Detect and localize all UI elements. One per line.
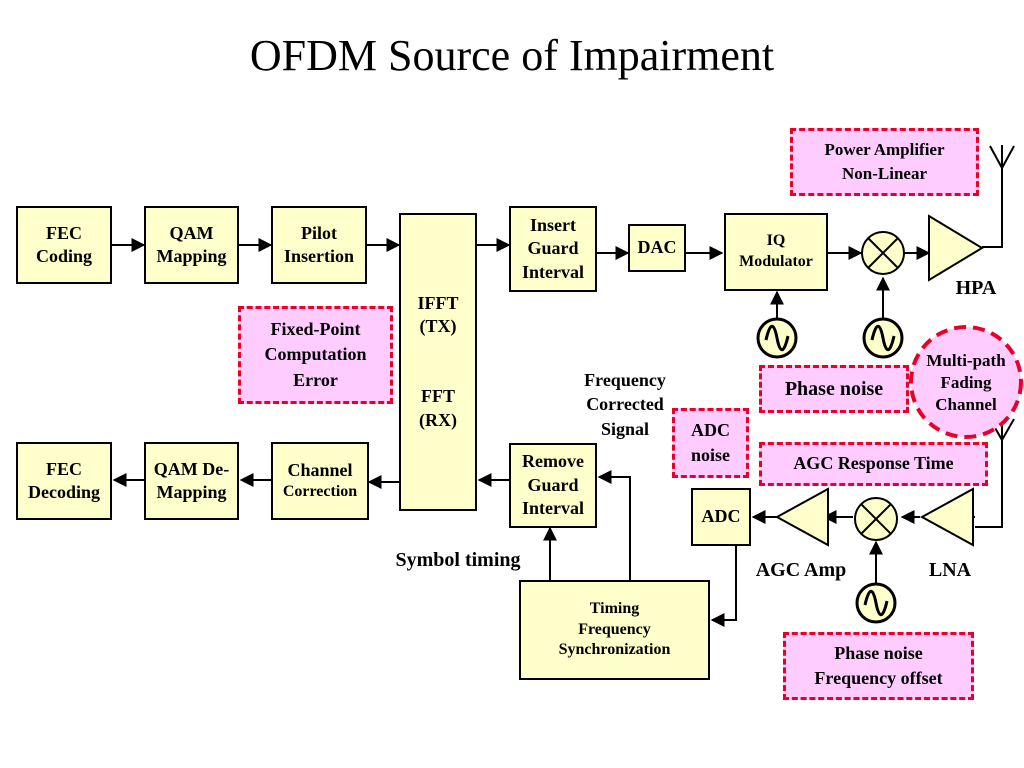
adc-noise-impairment: ADC noise <box>672 408 749 478</box>
pilot-insertion-block: Pilot Insertion <box>271 206 367 284</box>
phase-noise-impairment: Phase noise <box>759 365 909 413</box>
fixed-point-impairment: Fixed-Point Computation Error <box>238 306 393 404</box>
oscillator-icon <box>756 317 798 359</box>
hpa-label: HPA <box>955 277 997 299</box>
fec-decoding-block: FEC Decoding <box>16 442 112 520</box>
oscillator-icon <box>862 317 904 359</box>
qam-mapping-block: QAM Mapping <box>144 206 239 284</box>
mixer-icon <box>861 231 905 275</box>
lna-amplifier-icon <box>919 487 974 547</box>
timing-frequency-sync-block: Timing Frequency Synchronization <box>519 580 710 680</box>
lna-label: LNA <box>928 559 972 581</box>
symbol-timing-label: Symbol timing <box>395 549 521 571</box>
channel-correction-label-1: Channel <box>287 459 353 480</box>
remove-guard-interval-block: Remove Guard Interval <box>509 443 597 528</box>
iq-modulator-block: IQ Modulator <box>724 213 828 291</box>
antenna-icon <box>989 145 1015 205</box>
dac-block: DAC <box>628 224 686 272</box>
frequency-corrected-signal-label: Frequency Corrected Signal <box>584 370 666 439</box>
channel-correction-block: Channel Correction <box>271 442 369 520</box>
adc-block: ADC <box>691 488 751 546</box>
phase-noise-frequency-offset-impairment: Phase noise Frequency offset <box>783 632 974 700</box>
agc-amplifier-icon <box>774 487 829 547</box>
hpa-amplifier-icon <box>928 214 984 282</box>
power-amplifier-impairment: Power Amplifier Non-Linear <box>790 128 979 196</box>
mixer-icon <box>854 497 898 541</box>
qam-demapping-block: QAM De- Mapping <box>144 442 239 520</box>
channel-correction-label-2: Correction <box>282 483 358 501</box>
agc-amp-label: AGC Amp <box>755 559 847 581</box>
insert-guard-interval-block: Insert Guard Interval <box>509 206 597 292</box>
multipath-outline <box>909 325 1023 439</box>
agc-response-time-impairment: AGC Response Time <box>759 442 988 486</box>
fec-coding-block: FEC Coding <box>16 206 112 284</box>
ifft-fft-block: IFFT (TX) FFT (RX) <box>399 213 477 511</box>
multipath-fading-label: Multi-path Fading Channel <box>926 351 1006 415</box>
page-title: OFDM Source of Impairment <box>249 31 775 80</box>
oscillator-icon <box>855 582 897 624</box>
